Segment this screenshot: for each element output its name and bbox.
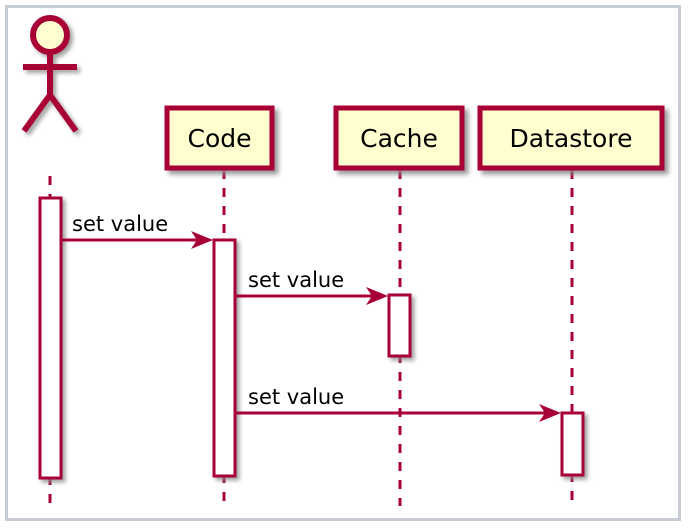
message-2-group[interactable]: set value	[236, 268, 388, 305]
participant-box-datastore-rect	[477, 105, 665, 171]
message-2-arrowhead-icon	[366, 287, 388, 305]
message-1-arrowhead-icon	[191, 231, 213, 249]
participant-box-datastore[interactable]: Datastore	[477, 105, 665, 171]
participant-box-cache-rect	[333, 105, 465, 171]
actor-head-icon	[30, 15, 70, 55]
message-3-label: set value	[248, 385, 344, 409]
participant-label-cache: Cache	[360, 124, 438, 153]
activation-bar-code[interactable]	[212, 238, 237, 478]
activation-bar-cache[interactable]	[387, 293, 412, 358]
participant-label-datastore: Datastore	[510, 124, 633, 153]
activation-bar-datastore[interactable]	[560, 411, 585, 477]
message-1-group[interactable]: set value	[61, 212, 213, 249]
message-2-label: set value	[248, 268, 344, 292]
message-3-arrowhead-icon	[539, 404, 561, 422]
lifelines-group	[48, 170, 574, 506]
actor-leg-left-line	[21, 93, 53, 133]
participant-box-code[interactable]: Code	[164, 105, 275, 171]
actor-stick-figure-icon	[21, 15, 79, 133]
participant-box-cache[interactable]: Cache	[333, 105, 465, 171]
message-3-group[interactable]: set value	[236, 385, 561, 422]
participant-box-code-rect	[164, 105, 275, 171]
message-1-label: set value	[72, 212, 168, 236]
activation-bar-actor[interactable]	[38, 196, 63, 480]
actor-leg-right-line	[47, 93, 79, 133]
participant-label-code: Code	[187, 124, 251, 153]
